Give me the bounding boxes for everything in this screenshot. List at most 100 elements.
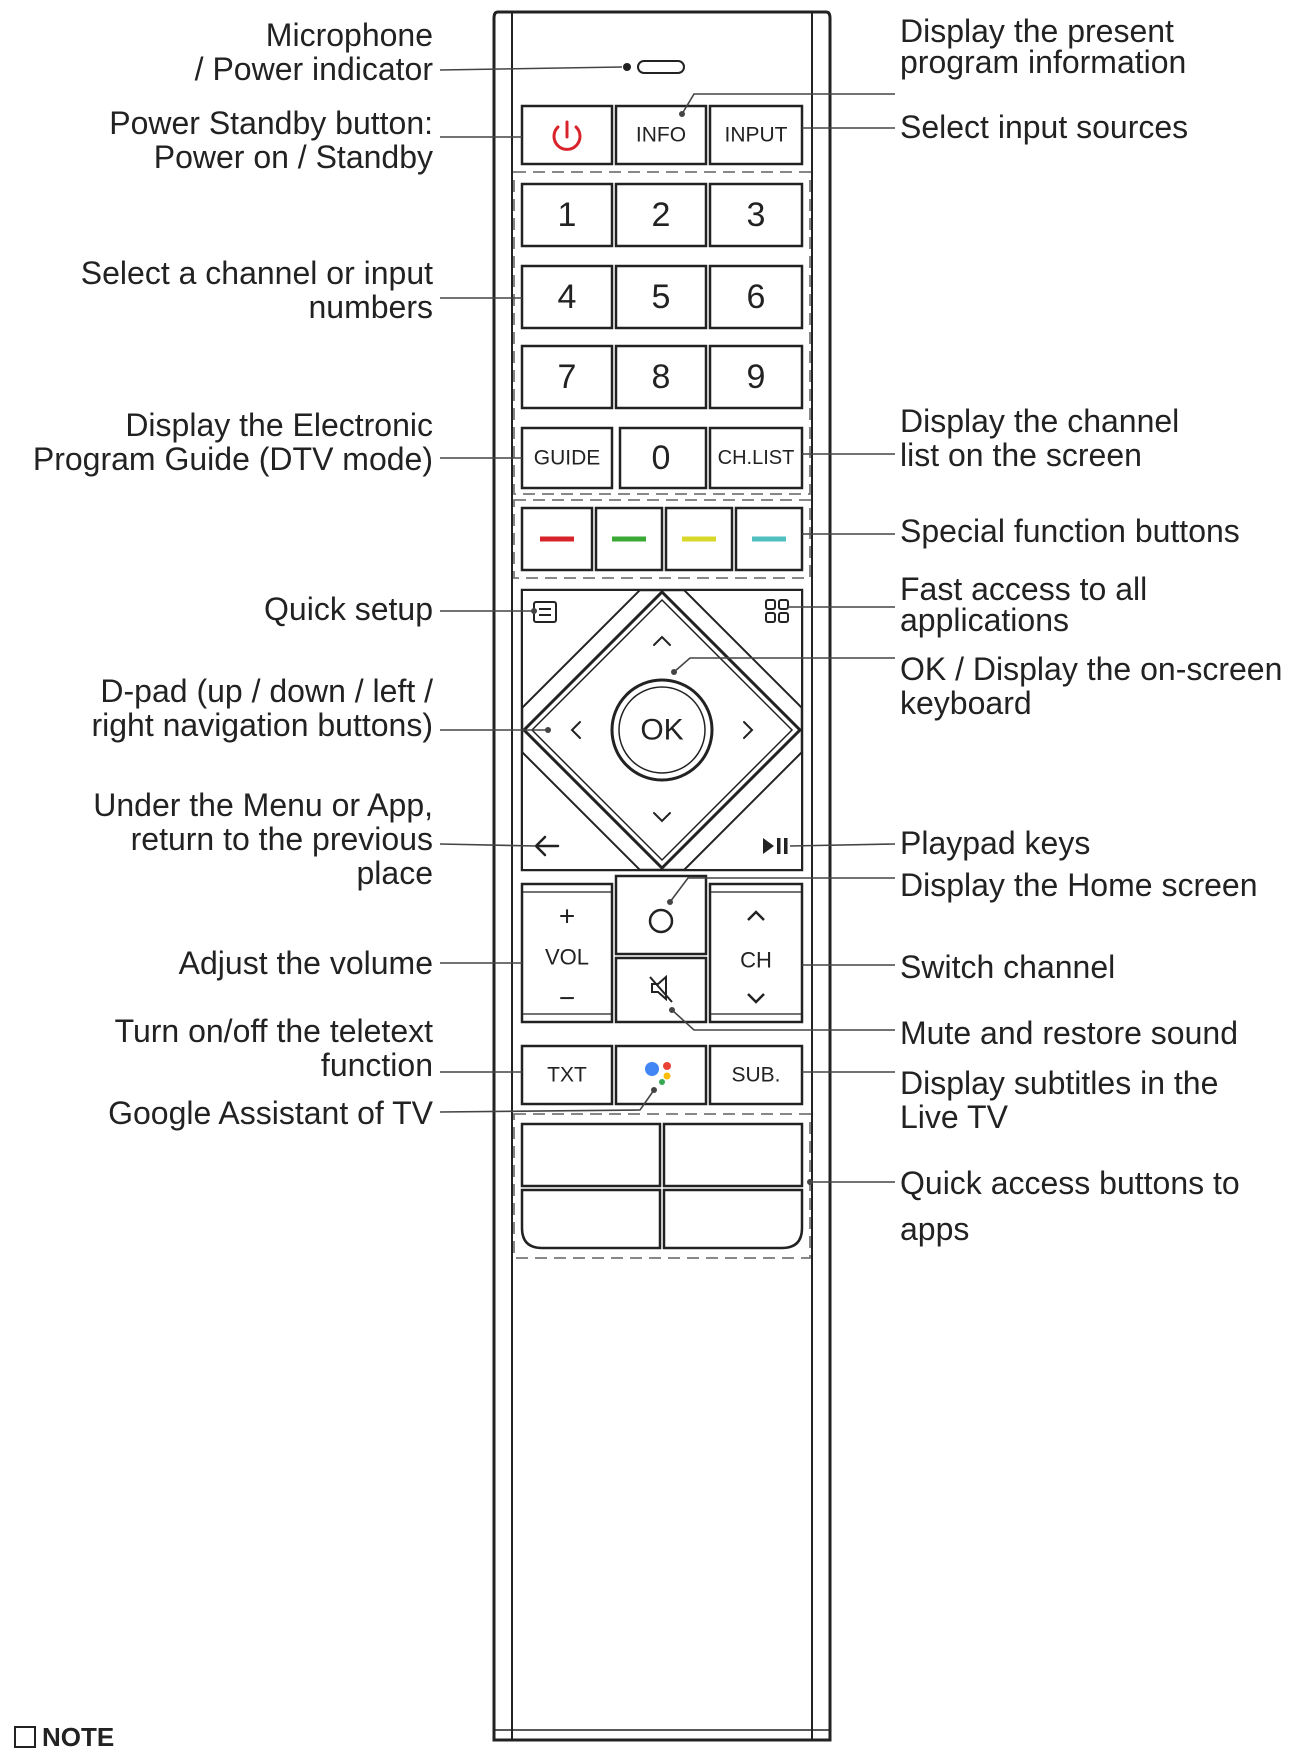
callout-quick-setup: Quick setup	[264, 591, 433, 627]
subtitle-button[interactable]: SUB.	[708, 1044, 804, 1106]
note-icon	[14, 1726, 36, 1748]
callout-quick-apps: Quick access buttons to apps	[900, 1165, 1240, 1247]
callout-input: Select input sources	[900, 109, 1189, 145]
channel-list-label: CH.LIST	[718, 447, 795, 469]
number-key-0[interactable]: 0	[618, 426, 708, 490]
left-arrow-icon	[570, 721, 581, 739]
power-icon	[552, 120, 582, 151]
callout-guide: Display the Electronic Program Guide (DT…	[32, 407, 433, 477]
play-pause-icon	[763, 838, 788, 854]
callout-teletext: Turn on/off the teletext function	[114, 1013, 433, 1083]
guide-label: GUIDE	[534, 447, 601, 470]
number-group-outline	[513, 171, 811, 495]
channel-list-button[interactable]: CH.LIST	[708, 426, 804, 490]
yellow-key[interactable]	[664, 506, 734, 572]
input-button[interactable]: INPUT	[708, 104, 804, 166]
number-key-2[interactable]: 2	[614, 182, 708, 248]
number-key-7-label: 7	[558, 358, 577, 396]
number-key-2-label: 2	[652, 196, 671, 234]
number-key-9[interactable]: 9	[708, 344, 804, 410]
apps-button[interactable]	[681, 589, 803, 711]
channel-rocker[interactable]: CH	[708, 882, 804, 1024]
ok-button[interactable]: OK	[610, 678, 714, 782]
callout-microphone: Microphone / Power indicator	[194, 17, 433, 87]
number-key-3[interactable]: 3	[708, 182, 804, 248]
remote-body	[492, 10, 832, 1742]
number-key-5-label: 5	[652, 278, 671, 316]
quick-app-key-2[interactable]	[662, 1122, 804, 1188]
play-pause-button[interactable]	[681, 749, 803, 871]
number-key-9-label: 9	[747, 358, 766, 396]
quick-app-key-4[interactable]	[662, 1188, 804, 1250]
info-label: INFO	[636, 124, 686, 147]
channel-up-icon	[747, 910, 765, 921]
home-icon	[648, 908, 674, 934]
note-label: NOTE	[42, 1722, 115, 1752]
callout-ok: OK / Display the on-screen keyboard	[900, 651, 1283, 721]
number-key-7[interactable]: 7	[520, 344, 614, 410]
google-assistant-button[interactable]	[614, 1044, 708, 1106]
cyan-key[interactable]	[734, 506, 804, 572]
number-key-0-label: 0	[652, 439, 671, 477]
red-key[interactable]	[520, 506, 594, 572]
note-heading: NOTE	[14, 1722, 114, 1753]
callout-apps: Fast access to all applications	[900, 571, 1148, 638]
callout-home: Display the Home screen	[900, 867, 1258, 903]
teletext-button[interactable]: TXT	[520, 1044, 614, 1106]
apps-grid-icon	[765, 599, 789, 623]
teletext-label: TXT	[547, 1064, 587, 1087]
microphone-icon	[623, 60, 685, 74]
channel-label: CH	[740, 948, 772, 973]
down-arrow-icon	[653, 812, 671, 823]
number-key-8[interactable]: 8	[614, 344, 708, 410]
home-button[interactable]	[614, 874, 708, 956]
volume-rocker[interactable]: + VOL −	[520, 882, 614, 1024]
mute-button[interactable]	[614, 956, 708, 1024]
number-key-1-label: 1	[558, 196, 577, 234]
subtitle-label: SUB.	[731, 1064, 780, 1087]
quick-app-key-3[interactable]	[520, 1188, 662, 1250]
guide-button[interactable]: GUIDE	[520, 426, 614, 490]
callout-channel: Switch channel	[900, 949, 1116, 985]
channel-down-icon	[747, 993, 765, 1004]
quick-app-group-outline	[513, 1113, 811, 1259]
callout-assistant: Google Assistant of TV	[108, 1095, 433, 1131]
number-key-4-label: 4	[558, 278, 577, 316]
ok-label: OK	[640, 714, 683, 747]
number-key-6[interactable]: 6	[708, 264, 804, 330]
number-key-4[interactable]: 4	[520, 264, 614, 330]
callout-special: Special function buttons	[900, 513, 1240, 549]
info-button[interactable]: INFO	[614, 104, 708, 166]
right-arrow-icon	[743, 721, 754, 739]
callout-subtitles: Display subtitles in the Live TV	[900, 1065, 1219, 1135]
callout-dpad: D-pad (up / down / left / right navigati…	[91, 673, 433, 743]
input-label: INPUT	[725, 124, 788, 147]
callout-playpad: Playpad keys	[900, 825, 1091, 861]
volume-up-label: +	[559, 901, 575, 932]
callout-volume: Adjust the volume	[178, 945, 433, 981]
green-key[interactable]	[594, 506, 664, 572]
back-button[interactable]	[521, 749, 643, 871]
callout-channel-list: Display the channel list on the screen	[900, 403, 1180, 473]
leader-dots	[531, 111, 813, 1185]
quick-setup-button[interactable]	[521, 589, 643, 711]
power-button[interactable]	[520, 104, 614, 166]
quick-app-key-1[interactable]	[520, 1122, 662, 1188]
number-key-8-label: 8	[652, 358, 671, 396]
leader-lines	[439, 66, 896, 1183]
up-arrow-icon	[653, 635, 671, 646]
mute-icon	[649, 974, 673, 1003]
google-assistant-icon	[645, 1062, 671, 1085]
callout-numbers: Select a channel or input numbers	[80, 255, 433, 325]
callout-mute: Mute and restore sound	[900, 1015, 1238, 1051]
volume-label: VOL	[545, 945, 589, 970]
number-key-3-label: 3	[747, 196, 766, 234]
callout-info: Display the present program information	[900, 13, 1187, 80]
number-key-5[interactable]: 5	[614, 264, 708, 330]
color-group-outline	[513, 499, 811, 579]
number-key-1[interactable]: 1	[520, 182, 614, 248]
number-key-6-label: 6	[747, 278, 766, 316]
callout-back: Under the Menu or App, return to the pre…	[93, 787, 433, 891]
callout-power: Power Standby button: Power on / Standby	[109, 105, 433, 175]
